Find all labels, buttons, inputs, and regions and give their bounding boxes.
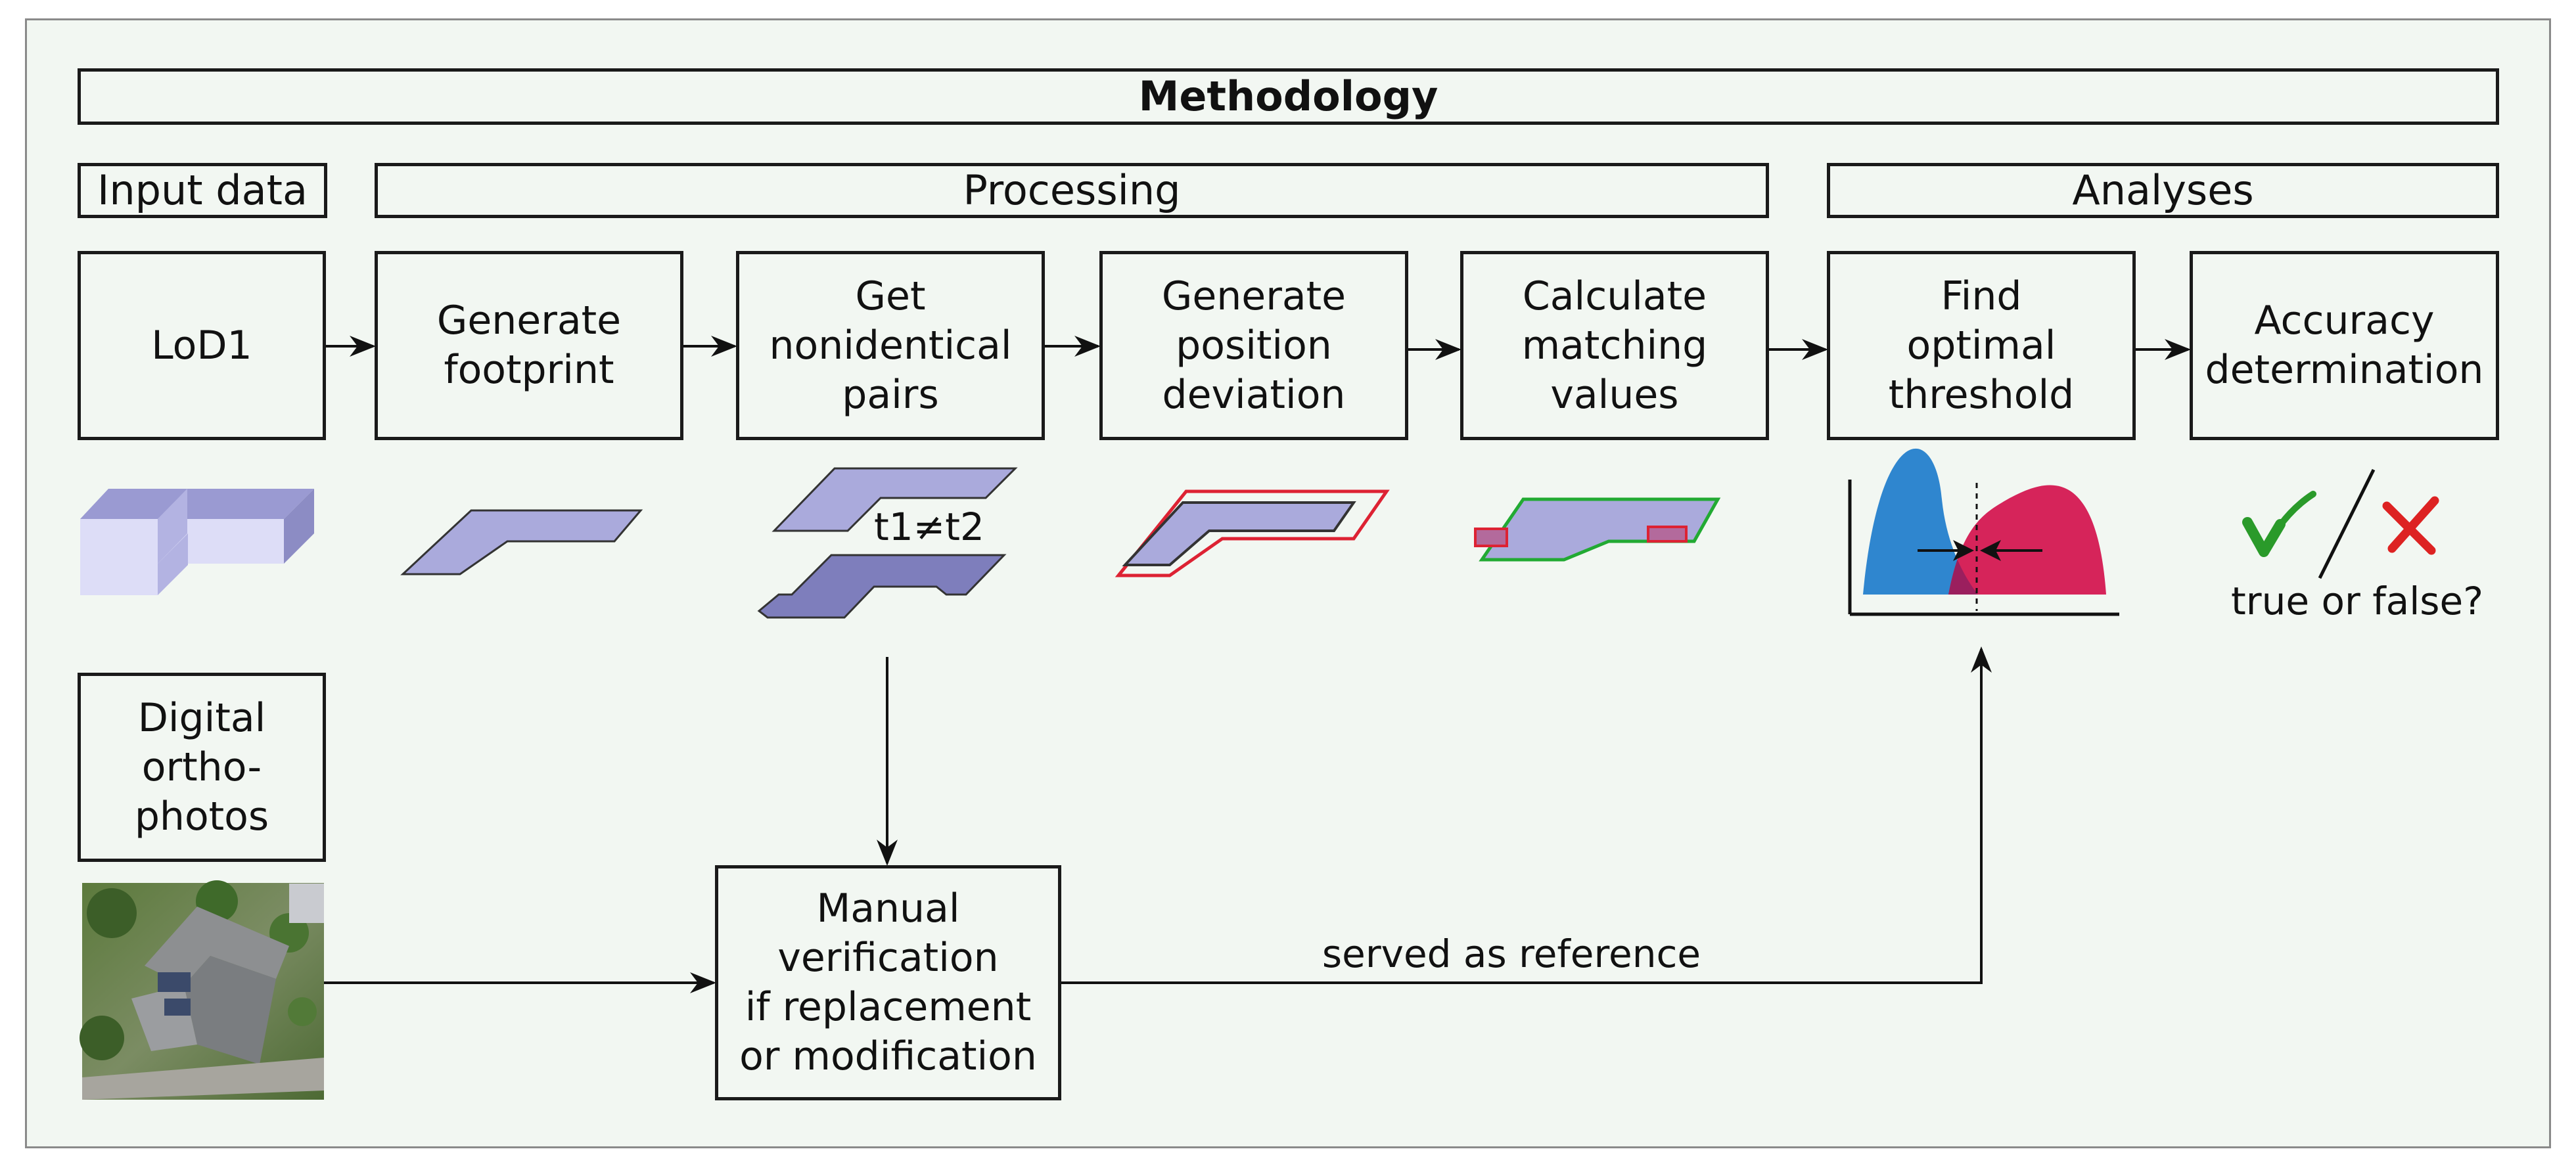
- step-manual-verification: Manual verification if replacement or mo…: [715, 865, 1061, 1100]
- step-digital-orthophotos: Digital ortho- photos: [78, 673, 326, 862]
- step-orthophotos-label: Digital ortho- photos: [134, 694, 269, 840]
- true-or-false-label: true or false?: [2231, 579, 2483, 623]
- arrow-verification-to-threshold: [1061, 646, 1992, 984]
- step-accuracy-label: Accuracy determination: [2205, 298, 2484, 393]
- footprint-t1-icon: [771, 467, 1018, 532]
- step-matching-values-label: Calculate matching values: [1521, 273, 1708, 418]
- section-processing-label: Processing: [963, 166, 1181, 215]
- checkmark-tail: [2261, 491, 2316, 555]
- step-manual-verification-label: Manual verification if replacement or mo…: [739, 886, 1037, 1079]
- step-get-pairs-label: Get nonidentical pairs: [769, 273, 1012, 418]
- step-find-optimal-threshold: Find optimal threshold: [1827, 251, 2136, 440]
- footprint-t2-icon: [757, 554, 1007, 619]
- step-optimal-threshold-label: Find optimal threshold: [1888, 273, 2075, 418]
- step-generate-position-deviation: Generate position deviation: [1099, 251, 1408, 440]
- mismatch-left-marker: [1474, 528, 1508, 547]
- threshold-distribution-icon: [1848, 448, 2119, 616]
- cross-icon: [2382, 496, 2439, 555]
- time-inequality-label: t1≠t2: [874, 505, 984, 549]
- orthophoto-image: [80, 880, 324, 1100]
- step-lod1-label: LoD1: [151, 322, 252, 369]
- section-input-data-label: Input data: [97, 166, 308, 215]
- matching-footprint-icon: [1479, 497, 1721, 562]
- section-analyses: Analyses: [1827, 163, 2499, 218]
- footprint-icon: [400, 509, 643, 575]
- step-calculate-matching-values: Calculate matching values: [1460, 251, 1769, 440]
- deviation-reference-outline: [1115, 489, 1390, 577]
- mismatch-right-marker: [1647, 526, 1688, 543]
- section-input-data: Input data: [78, 163, 327, 218]
- step-generate-footprint: Generate footprint: [375, 251, 683, 440]
- step-get-nonidentical-pairs: Get nonidentical pairs: [736, 251, 1045, 440]
- step-accuracy-determination: Accuracy determination: [2190, 251, 2499, 440]
- diagram-title: Methodology: [1138, 72, 1438, 121]
- slash-divider: [2318, 468, 2376, 579]
- section-processing: Processing: [375, 163, 1769, 218]
- title-banner: Methodology: [78, 68, 2499, 125]
- step-position-deviation-label: Generate position deviation: [1161, 273, 1346, 418]
- deviation-footprint-icon: [1122, 501, 1356, 566]
- section-analyses-label: Analyses: [2072, 166, 2254, 215]
- step-generate-footprint-label: Generate footprint: [436, 298, 622, 393]
- lod1-block-icon: [80, 489, 314, 595]
- served-as-reference-label: served as reference: [1322, 932, 1701, 976]
- step-lod1: LoD1: [78, 251, 326, 440]
